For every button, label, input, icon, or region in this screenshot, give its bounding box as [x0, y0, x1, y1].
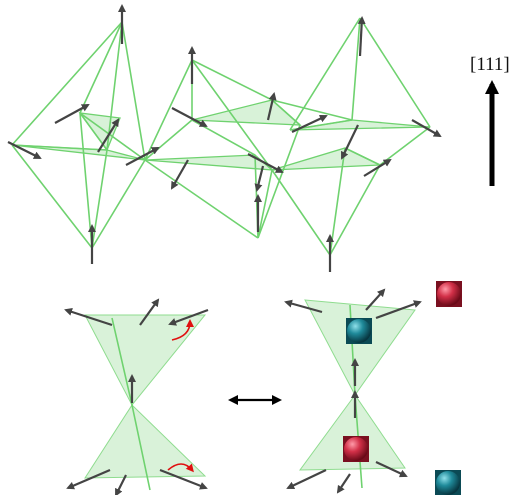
spin-flip-arrow [171, 319, 194, 341]
transition-double-arrow [228, 395, 282, 405]
kagome-face [11, 144, 146, 161]
negative-monopole-sphere [436, 471, 460, 495]
positive-monopole-sphere [437, 282, 461, 306]
spin-arrow [254, 165, 265, 192]
spin-arrow [341, 124, 359, 160]
spin-arrow [411, 119, 442, 137]
spin-arrow [336, 473, 351, 494]
spin-flip-arrow [167, 463, 194, 473]
spin-arrow [97, 118, 120, 153]
spin-arrow [168, 308, 209, 326]
spin-arrow [64, 308, 113, 327]
spin-arrow [247, 153, 284, 173]
spin-arrow [54, 104, 90, 124]
negative-monopole-sphere [347, 319, 371, 343]
spin-arrow [357, 16, 366, 57]
positive-monopole-sphere [344, 437, 368, 461]
bowtie-right [284, 281, 462, 495]
kagome-face [289, 119, 431, 131]
spin-arrow [171, 107, 208, 127]
spin-arrow [7, 141, 42, 159]
spin-arrow [286, 469, 327, 490]
spin-arrow [365, 288, 386, 311]
spin-arrow [139, 298, 160, 326]
spin-arrows [7, 4, 442, 272]
lower-tetrahedron [298, 394, 406, 471]
spin-arrow [66, 468, 111, 490]
spin-arrow [291, 114, 328, 133]
bowtie-left [64, 298, 209, 495]
upper-tetrahedron [84, 314, 207, 406]
spin-arrow [363, 158, 392, 177]
tetrahedron-edges [11, 17, 431, 256]
spin-arrow [375, 300, 422, 320]
spin-arrow [171, 159, 189, 190]
upper-tetrahedron [304, 299, 416, 396]
spin-arrow [284, 299, 323, 314]
lower-tetrahedron [84, 404, 207, 479]
pyrochlore-lattice [7, 4, 442, 272]
spin-arrow [375, 461, 408, 478]
kagome-face [78, 112, 121, 152]
spin-arrow [115, 474, 127, 495]
direction-indicator: [111] [470, 54, 510, 186]
spin-arrow [159, 468, 208, 490]
direction-label: [111] [470, 54, 510, 75]
spin-arrow [266, 92, 277, 121]
spin-arrow [125, 147, 160, 166]
